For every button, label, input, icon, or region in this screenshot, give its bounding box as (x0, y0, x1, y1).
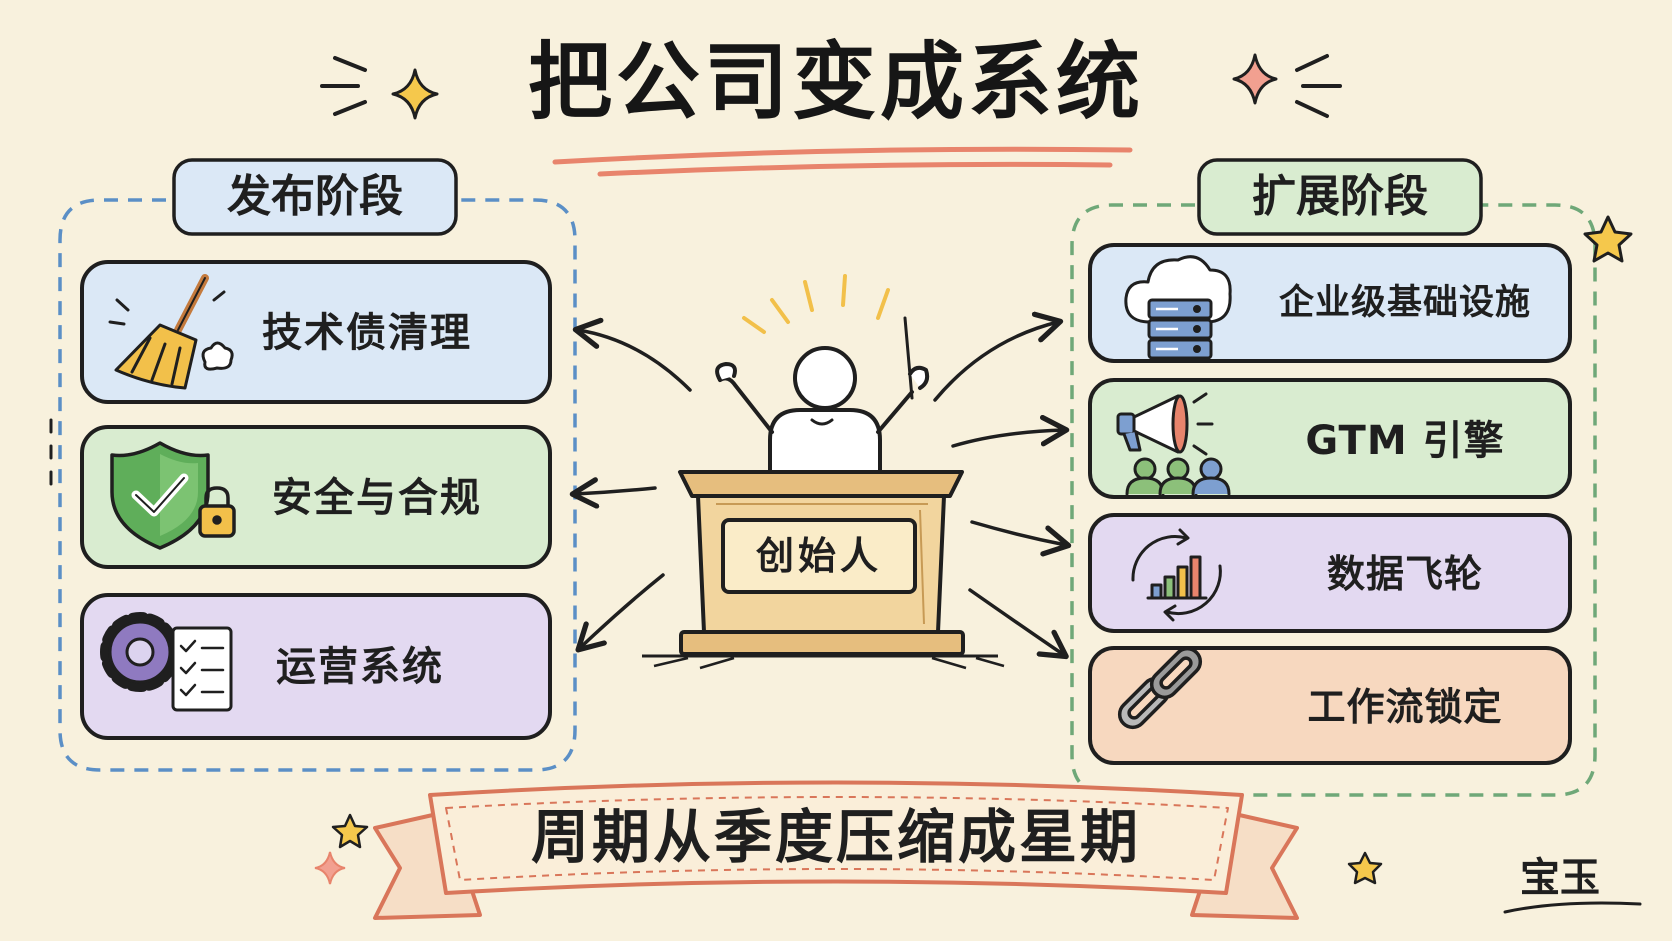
right-phase-label: 扩展阶段 (1252, 171, 1428, 222)
title-decoration (320, 54, 1342, 118)
broom-icon (108, 274, 234, 390)
arrow-to-gtm (951, 414, 1070, 448)
card-workflow-lock (1088, 646, 1572, 765)
page-title: 把公司变成系统 (527, 33, 1144, 131)
shield-check-icon (110, 441, 236, 550)
right-phase-frame (1070, 203, 1597, 797)
signature-underline (1503, 901, 1642, 914)
card-operations-label: 运营系统 (276, 644, 444, 690)
podium (642, 470, 1005, 670)
right-phase-pill (1197, 158, 1483, 236)
growth-cycle-icon (1131, 528, 1222, 622)
arrow-to-data-flywheel (970, 520, 1072, 557)
card-security-label: 安全与合规 (272, 475, 482, 521)
card-data-flywheel-label: 数据飞轮 (1326, 552, 1483, 596)
card-infrastructure-label: 企业级基础设施 (1278, 283, 1531, 323)
arrow-to-infrastructure (933, 311, 1064, 402)
left-phase-frame (58, 198, 577, 772)
star-icon (1347, 851, 1383, 885)
author-signature: 宝玉 (1520, 855, 1600, 901)
card-workflow-lock-label: 工作流锁定 (1307, 685, 1503, 729)
arrow-to-operations (575, 573, 665, 653)
card-gtm-label: GTM 引擎 (1305, 418, 1505, 464)
title-underline (552, 146, 1133, 177)
left-phase-pill (172, 158, 458, 236)
sparkle-icon (391, 68, 439, 120)
ribbon-banner (373, 780, 1299, 920)
founder-figure (715, 274, 930, 472)
star-icon (331, 813, 369, 849)
chain-link-icon (1117, 646, 1203, 730)
gear-checklist-icon (100, 612, 233, 712)
connector-arrows (569, 311, 1072, 660)
star-icon (1583, 215, 1633, 263)
sparkle-icon (1232, 53, 1278, 105)
sparkle-icon (314, 851, 346, 885)
megaphone-people-icon (1116, 392, 1231, 496)
arrow-to-security (569, 477, 657, 509)
card-data-flywheel (1088, 513, 1572, 633)
arrow-to-workflow-lock (968, 588, 1069, 660)
arrow-to-tech-debt (572, 317, 692, 392)
card-tech-debt-label: 技术债清理 (262, 310, 472, 356)
founder-label: 创始人 (755, 534, 882, 578)
left-phase-label: 发布阶段 (227, 171, 403, 222)
cloud-server-icon (1124, 255, 1232, 360)
banner-label: 周期从季度压缩成星期 (530, 803, 1141, 871)
